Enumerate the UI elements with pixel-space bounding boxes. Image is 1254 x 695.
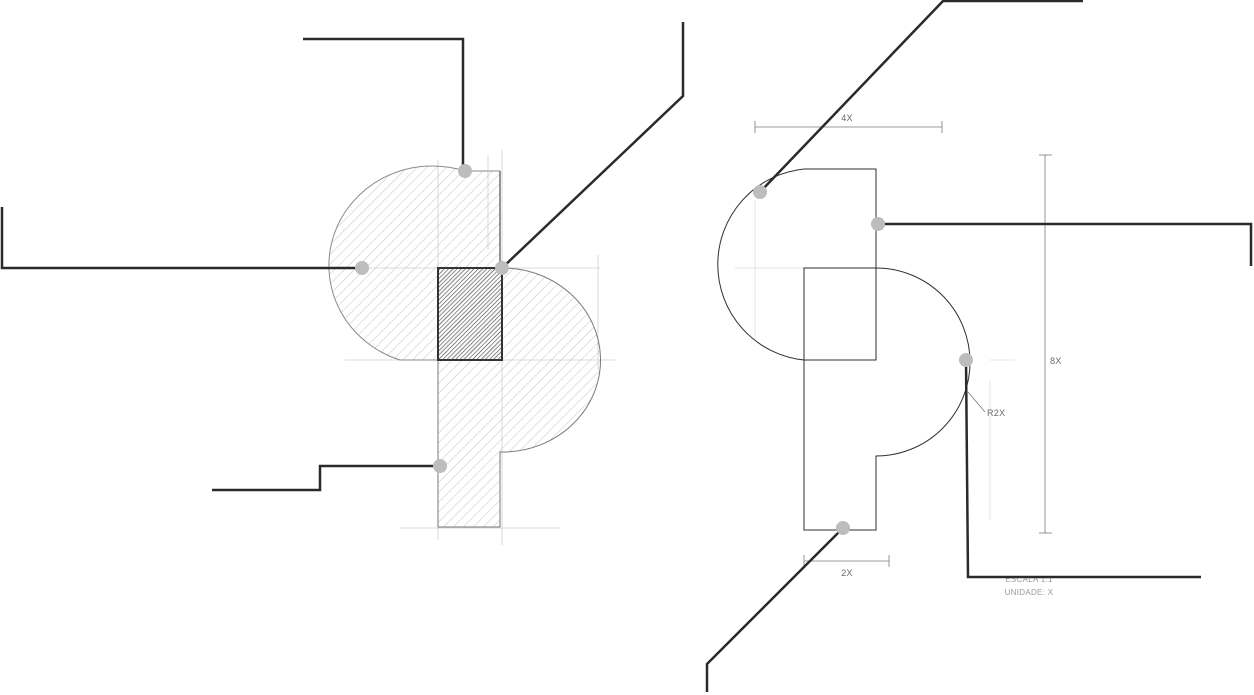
dimension-height-label: 8X (1050, 356, 1062, 366)
tech-lower-lobe (803, 267, 971, 531)
marker-tech-upper-arc (753, 185, 767, 199)
leader-sketch-junction (501, 22, 685, 269)
dimension-width (754, 121, 943, 133)
markers (355, 164, 973, 535)
leader-tech-upper-edge (878, 222, 1253, 266)
dimension-stem-label: 2X (841, 568, 853, 578)
leader-tech-lower-arc (964, 359, 1201, 579)
tech-upper-lobe (717, 168, 877, 361)
marker-sketch-left (355, 261, 369, 275)
dimension-height (1039, 154, 1052, 534)
dimension-stem (803, 555, 890, 567)
sketch-overlap-square (437, 267, 503, 361)
dimension-radius-label: R2X (987, 408, 1005, 418)
tech-guide-lines (735, 200, 1015, 520)
marker-tech-stem-bottom (836, 521, 850, 535)
leader-tech-stem-bottom (705, 527, 844, 692)
sketch-drawing (328, 150, 615, 545)
leader-sketch-left (0, 207, 362, 270)
scale-note: ESCALA 1:1 (1005, 575, 1053, 584)
sketch-upper-lobe (328, 165, 501, 361)
dimension-width-label: 4X (841, 113, 853, 123)
unit-note: UNIDADE: X (1005, 588, 1054, 597)
marker-sketch-top (458, 164, 472, 178)
leader-tech-upper-arc (759, 0, 1083, 193)
marker-sketch-junction (495, 261, 509, 275)
marker-sketch-stem (433, 459, 447, 473)
marker-tech-lower-arc (959, 353, 973, 367)
leader-sketch-top (303, 37, 465, 171)
marker-tech-upper-edge (871, 217, 885, 231)
technical-drawing: 4X 8X R2X 2X ESCALA 1:1 UNIDADE: X (717, 113, 1062, 597)
leader-sketch-stem (212, 464, 440, 492)
